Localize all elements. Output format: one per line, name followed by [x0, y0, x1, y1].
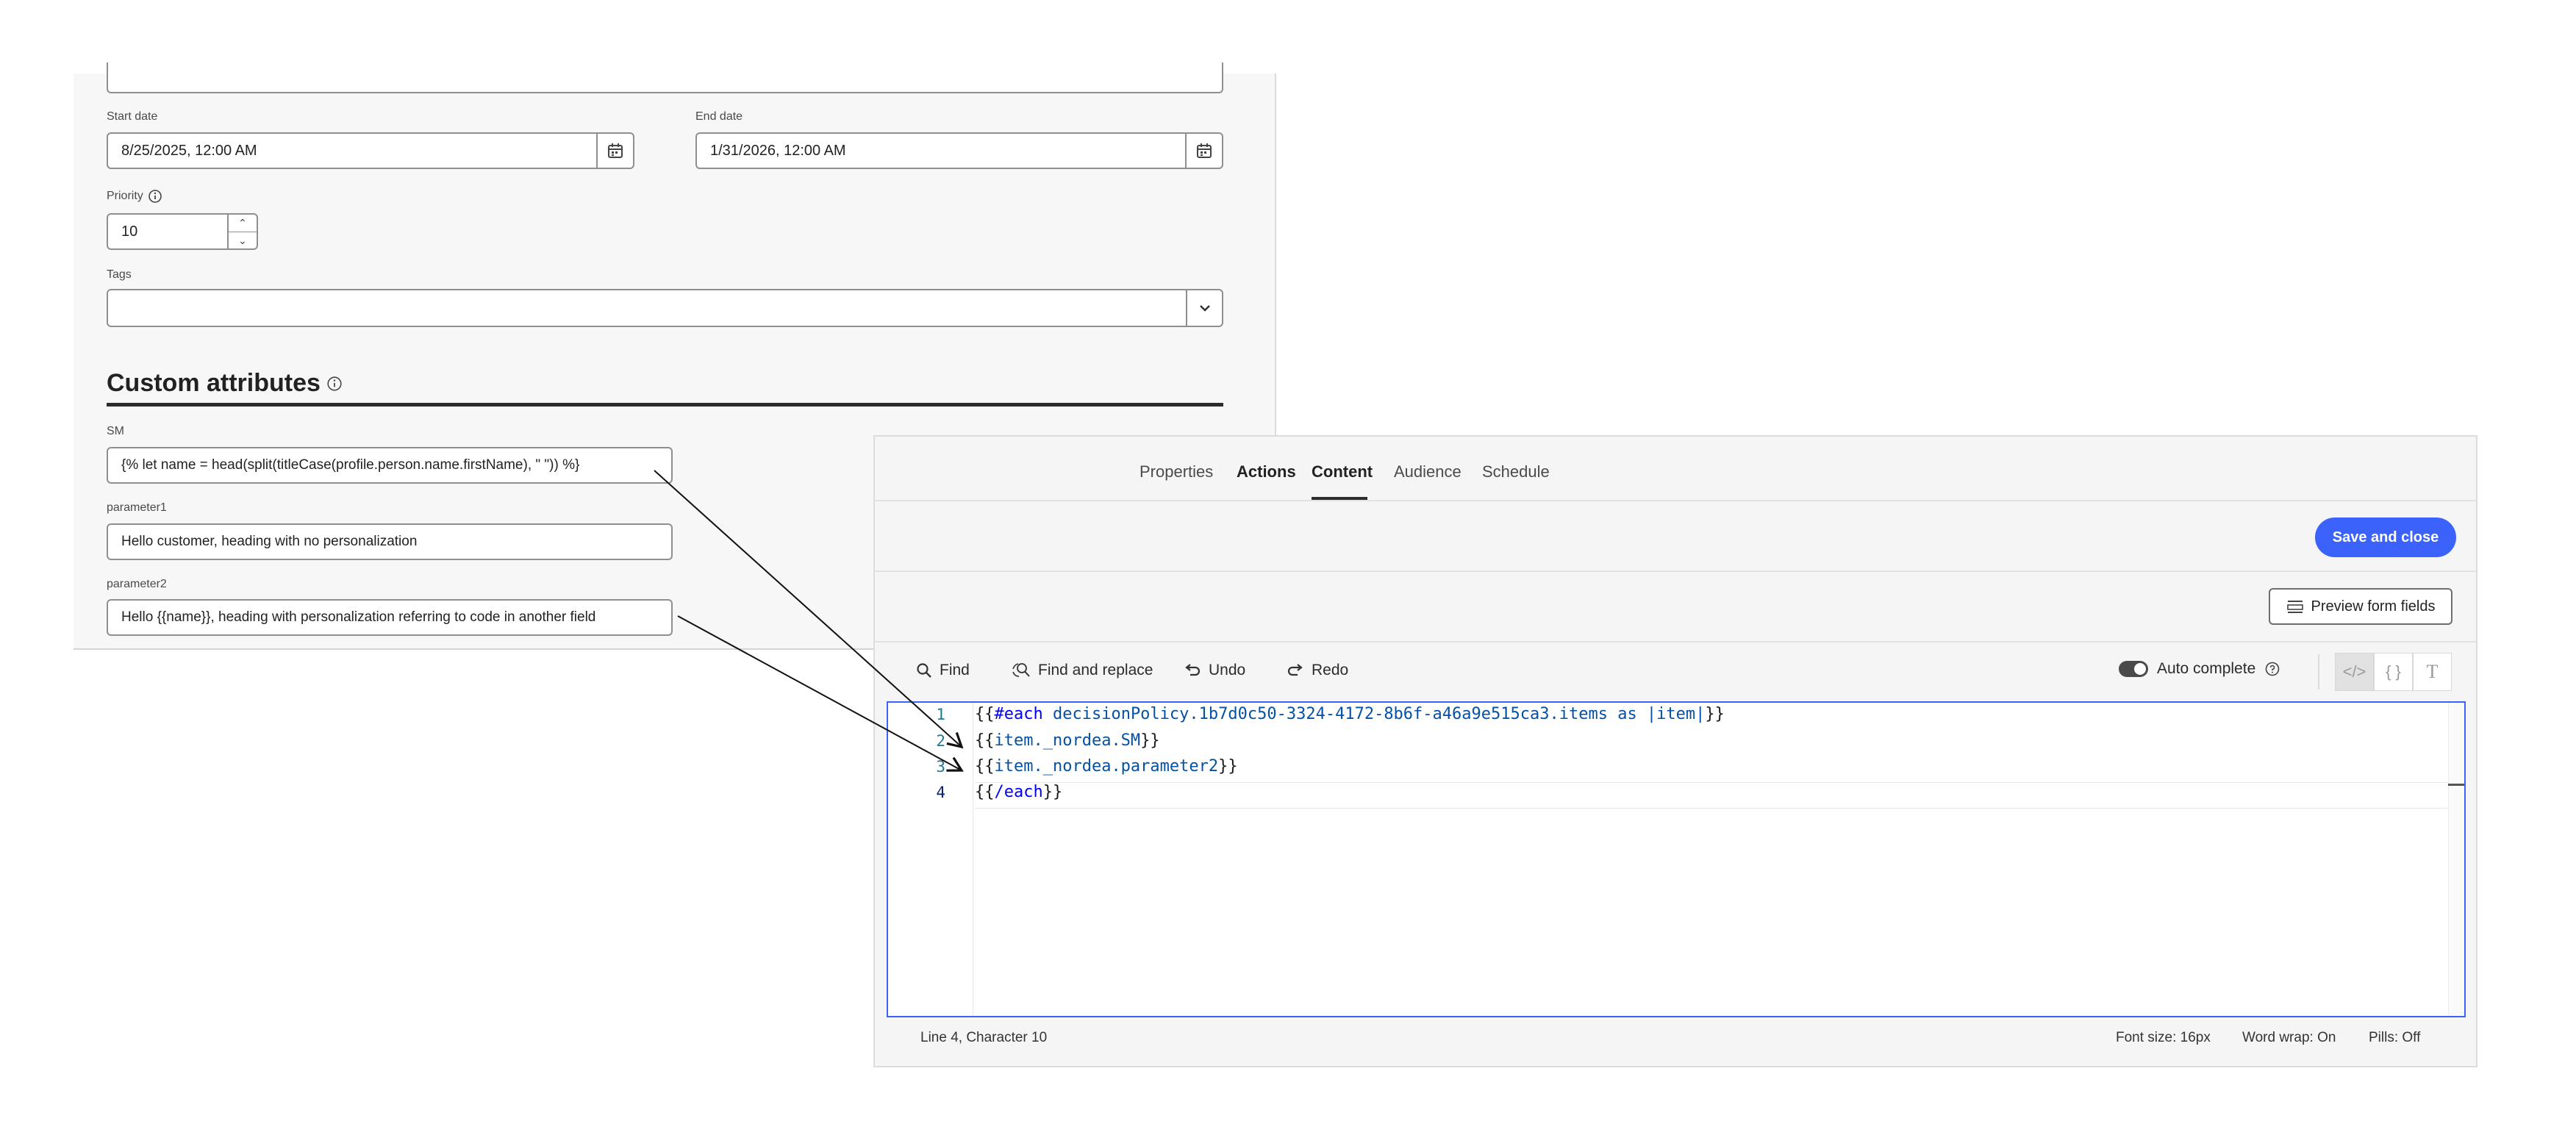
json-mode-button[interactable]: { }: [2374, 653, 2413, 691]
info-icon[interactable]: [326, 376, 343, 392]
tab-actions[interactable]: Actions: [1237, 462, 1296, 481]
text-icon: T: [2426, 661, 2439, 682]
active-tab-indicator: [1312, 497, 1367, 500]
line-number: 2: [936, 732, 945, 750]
sm-field[interactable]: {% let name = head(split(titleCase(profi…: [107, 447, 673, 484]
code-token: }}: [1705, 705, 1725, 723]
braces-icon: { }: [2386, 662, 2401, 681]
priority-label: Priority: [107, 189, 162, 204]
custom-attributes-heading: Custom attributes: [107, 369, 343, 398]
code-token: decisionPolicy.1b7d0c50-3324-4172-8b6f-a…: [1042, 705, 1706, 723]
parameter1-label: parameter1: [107, 501, 167, 514]
find-and-replace-label: Find and replace: [1038, 662, 1153, 679]
form-fields-icon: [2286, 601, 2303, 613]
find-and-replace-button[interactable]: Find and replace: [1012, 662, 1153, 679]
content-editor-panel: Properties Actions Content Audience Sche…: [873, 435, 2477, 1067]
editor-mode-group: </> { } T: [2335, 653, 2452, 691]
undo-button[interactable]: Undo: [1184, 662, 1245, 679]
tags-dropdown-button[interactable]: [1186, 289, 1223, 327]
code-token: {{: [975, 783, 995, 801]
end-date-label: End date: [695, 110, 743, 123]
cursor-position: Line 4, Character 10: [920, 1030, 1048, 1045]
code-token: }}: [1140, 731, 1160, 750]
tags-field[interactable]: [107, 289, 1187, 327]
code-line-2: {{item._nordea.SM}}: [975, 731, 1160, 750]
priority-stepper[interactable]: ⌃ ⌄: [227, 213, 258, 250]
code-line-4: {{/each}}: [975, 783, 1062, 801]
line-number-gutter: 1 2 3 4: [888, 703, 973, 1016]
save-and-close-button[interactable]: Save and close: [2315, 518, 2456, 557]
end-date-calendar-button[interactable]: [1185, 132, 1223, 169]
code-token: item._nordea.parameter2: [994, 757, 1219, 776]
custom-attributes-title: Custom attributes: [107, 369, 321, 397]
actions-divider: [875, 641, 2476, 642]
code-line-3: {{item._nordea.parameter2}}: [975, 757, 1238, 776]
find-label: Find: [940, 662, 970, 679]
active-line-highlight: [975, 782, 2451, 809]
preview-form-fields-label: Preview form fields: [2311, 598, 2436, 615]
calendar-icon: [1197, 143, 1212, 158]
auto-complete-toggle[interactable]: [2119, 661, 2148, 677]
text-mode-button[interactable]: T: [2413, 653, 2452, 691]
tab-audience[interactable]: Audience: [1394, 462, 1461, 481]
tabs-divider: [875, 500, 2476, 501]
parameter2-field[interactable]: Hello {{name}}, heading with personaliza…: [107, 599, 673, 636]
code-editor[interactable]: 1 2 3 4 {{#each decisionPolicy.1b7d0c50-…: [887, 701, 2466, 1017]
code-token: item._nordea.SM: [994, 731, 1141, 750]
tab-content[interactable]: Content: [1312, 462, 1373, 481]
find-button[interactable]: Find: [916, 662, 970, 679]
toolbar-separator: [2318, 654, 2319, 690]
redo-label: Redo: [1312, 662, 1349, 679]
tab-schedule[interactable]: Schedule: [1482, 462, 1550, 481]
sm-label: SM: [107, 425, 124, 437]
code-icon: </>: [2342, 662, 2366, 681]
priority-label-text: Priority: [107, 190, 143, 202]
start-date-label: Start date: [107, 110, 158, 123]
code-token: }}: [1218, 757, 1238, 776]
tags-label: Tags: [107, 268, 132, 281]
code-token: /each: [994, 783, 1043, 801]
parameter1-field[interactable]: Hello customer, heading with no personal…: [107, 523, 673, 560]
undo-label: Undo: [1209, 662, 1246, 679]
code-token: #each: [994, 705, 1043, 723]
section-divider: [107, 403, 1223, 407]
pills-status[interactable]: Pills: Off: [2369, 1030, 2421, 1045]
info-icon[interactable]: [148, 189, 162, 204]
code-token: {{: [975, 705, 995, 723]
redo-icon: [1287, 664, 1303, 676]
parameter2-label: parameter2: [107, 578, 167, 590]
chevron-up-icon[interactable]: ⌃: [238, 217, 247, 229]
auto-complete-control: Auto complete: [2119, 660, 2280, 678]
auto-complete-label: Auto complete: [2157, 660, 2256, 677]
preview-form-fields-button[interactable]: Preview form fields: [2269, 588, 2452, 625]
header-divider: [875, 570, 2476, 572]
scrollbar-cursor-marker: [2448, 784, 2464, 786]
word-wrap-status[interactable]: Word wrap: On: [2242, 1030, 2336, 1045]
chevron-down-icon: [1199, 305, 1210, 312]
redo-button[interactable]: Redo: [1287, 662, 1348, 679]
find-replace-icon: [1012, 663, 1030, 677]
code-token: {{: [975, 731, 995, 750]
line-number: 4: [936, 784, 945, 801]
editor-scrollbar[interactable]: [2448, 703, 2464, 1016]
calendar-icon: [608, 143, 623, 158]
tab-properties[interactable]: Properties: [1139, 462, 1214, 481]
search-icon: [917, 663, 931, 678]
line-number: 1: [936, 706, 945, 723]
priority-field[interactable]: 10: [107, 213, 229, 250]
code-token: }}: [1042, 783, 1063, 801]
start-date-field[interactable]: 8/25/2025, 12:00 AM: [107, 132, 598, 169]
chevron-down-icon[interactable]: ⌄: [229, 232, 257, 248]
start-date-calendar-button[interactable]: [596, 132, 634, 169]
code-token: {{: [975, 757, 995, 776]
font-size-status[interactable]: Font size: 16px: [2116, 1030, 2211, 1045]
line-number: 3: [936, 758, 945, 776]
code-mode-button[interactable]: </>: [2335, 653, 2374, 691]
help-icon[interactable]: [2264, 661, 2280, 677]
code-line-1: {{#each decisionPolicy.1b7d0c50-3324-417…: [975, 705, 1725, 723]
undo-icon: [1185, 664, 1201, 676]
description-field[interactable]: [107, 62, 1223, 93]
end-date-field[interactable]: 1/31/2026, 12:00 AM: [695, 132, 1187, 169]
